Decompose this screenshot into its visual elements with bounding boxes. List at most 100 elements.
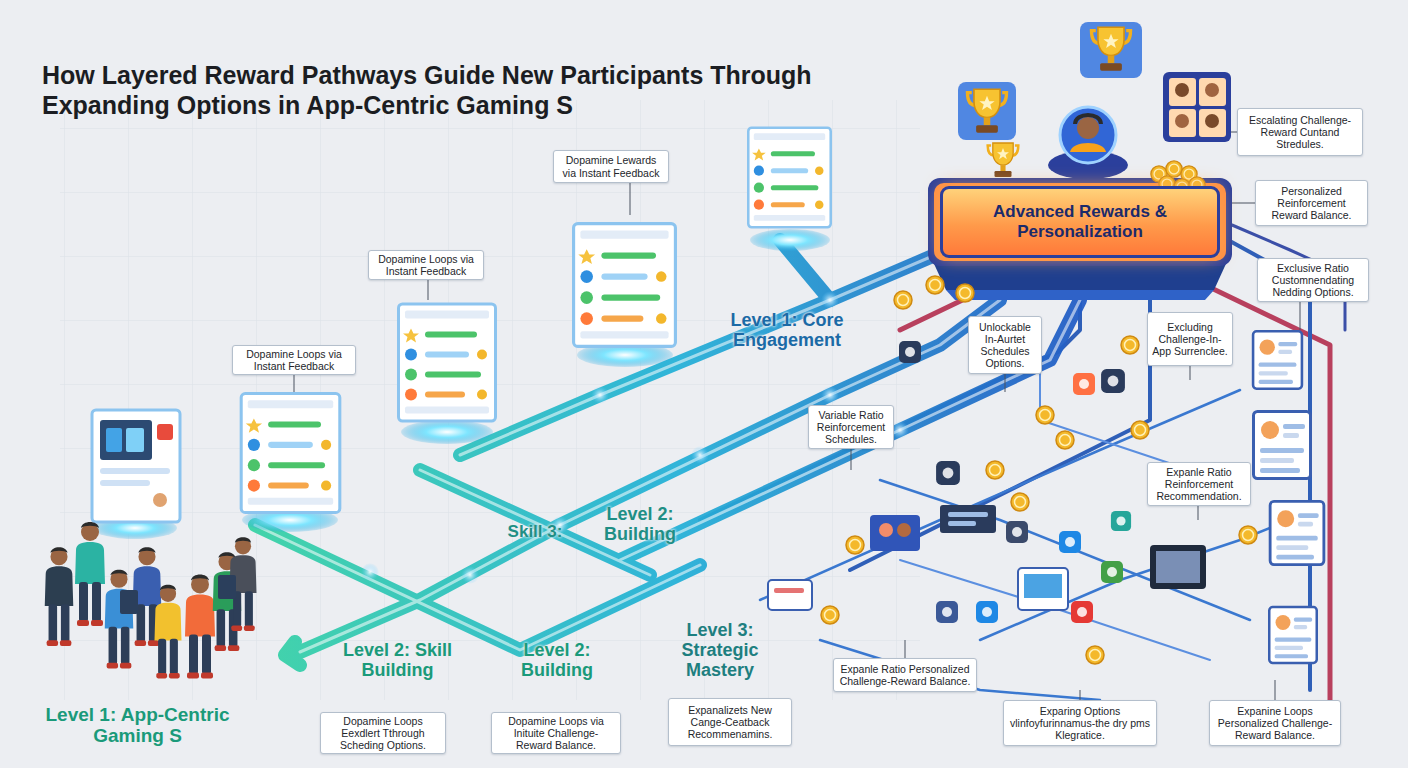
node-text: Dopamine Loops via Inituite Challenge-Re… <box>496 715 616 751</box>
node-text: Exclusive Ratio Customnendating Nedding … <box>1262 262 1364 298</box>
reward-pathway-part-part <box>300 300 1000 652</box>
coins-part <box>894 291 912 309</box>
right-network <box>700 225 1345 705</box>
reward-icons-part <box>1163 72 1231 142</box>
callout-box: Variable Ratio Reinforcement Schedules. <box>808 405 894 449</box>
app-icons-part <box>1006 521 1028 543</box>
hub-platform-part <box>928 178 1232 266</box>
reward-pathway-part-part <box>285 642 300 665</box>
right-network-part <box>1040 350 1190 470</box>
phone-cards-part <box>1254 412 1311 479</box>
callout-box: Expanalizets New Cange-Ceatback Recommen… <box>668 698 792 746</box>
level-label: Level 1: App-Centric Gaming S <box>25 704 250 747</box>
people-group-part <box>45 547 74 646</box>
callout-box: Escalating Challenge-Reward Cuntand Stre… <box>1237 108 1363 156</box>
app-icons-part <box>879 523 893 537</box>
reward-icons-part <box>1169 109 1196 137</box>
app-icons-part <box>1071 601 1093 623</box>
right-network-part <box>820 640 1100 700</box>
callout-box: Personalized Reinforcement Reward Balanc… <box>1255 180 1368 226</box>
screen-panels-part <box>100 480 150 486</box>
screen-panels-part <box>100 468 170 474</box>
node-text: Expanle Ratio Personalized Challenge-Rew… <box>838 663 972 687</box>
phone-cards-part <box>1253 331 1302 388</box>
callout-box: Dopamine Loops Eexdlert Tthrough Schedin… <box>320 712 446 754</box>
coins-part <box>846 536 864 554</box>
right-network-part <box>850 268 1150 570</box>
node-text: Variable Ratio Reinforcement Schedules. <box>813 409 889 445</box>
screen-panels-part <box>748 128 830 227</box>
reward-pathway-part-part <box>821 386 839 404</box>
leader-lines <box>294 132 1300 700</box>
screen-panels-part <box>92 410 180 522</box>
reward-icons-part <box>1169 78 1196 106</box>
reward-icons-part <box>1075 115 1101 124</box>
coins-part <box>821 606 839 624</box>
callout-box: Dopamine Loops via Instant Feedback <box>368 250 484 280</box>
node-text: Personalized Reinforcement Reward Balanc… <box>1260 185 1363 221</box>
screen-panels-part <box>126 428 144 452</box>
reward-icons-part <box>1199 109 1226 137</box>
leader-lines-part <box>1232 203 1255 204</box>
leader-lines-part <box>905 640 906 660</box>
node-text: Expanine Loops Personalized Challenge-Re… <box>1214 705 1336 741</box>
leader-lines-part <box>1005 374 1006 392</box>
coins-part <box>1086 646 1104 664</box>
node-text: Escalating Challenge-Reward Cuntand Stre… <box>1242 114 1358 150</box>
callout-box: Dopamine Loops via Instant Feedback <box>232 345 356 375</box>
node-text: Expanle Ratio Reinforcement Recommendati… <box>1152 466 1246 502</box>
leader-lines-part <box>630 183 631 215</box>
screen-panels-part <box>100 420 152 460</box>
coins-part <box>1121 336 1139 354</box>
coins-part <box>1131 421 1149 439</box>
reward-icons-part <box>1091 27 1130 70</box>
callout-box: Expanine Loops Personalized Challenge-Re… <box>1209 700 1341 746</box>
leader-lines-part <box>428 280 429 300</box>
coins-part <box>1056 431 1074 449</box>
reward-icons-part <box>988 143 1019 177</box>
app-icons-part <box>940 505 996 533</box>
background-part <box>60 100 920 700</box>
screen-panels-part <box>157 424 173 440</box>
callout-box: Excluding Challenge-In-App Surrenclee. <box>1147 312 1233 366</box>
screen-panels-part <box>401 420 493 444</box>
screen-panels-part <box>750 229 830 251</box>
coins-part <box>986 461 1004 479</box>
level-label: Level 2: Building <box>590 504 690 544</box>
callout-box: Dopamine Lewards via Instant Feedback <box>553 150 669 183</box>
reward-pathway-part-part <box>361 563 379 581</box>
reward-icons-part <box>958 82 1016 140</box>
app-icons-part <box>1018 568 1068 610</box>
reward-icons <box>958 22 1231 195</box>
node-text: Exparing Options vlinfoyfurinnamus-the d… <box>1008 705 1152 741</box>
level-label: Level 2: Skill Building <box>335 640 460 680</box>
reward-pathway-part-part <box>821 291 839 309</box>
leader-lines-part <box>1275 680 1276 700</box>
reward-pathway-part-part <box>460 255 935 455</box>
node-text: Excluding Challenge-In-App Surrenclee. <box>1152 321 1228 357</box>
app-icons-part <box>976 601 998 623</box>
level-label: Level 3: Strategic Mastery <box>668 620 772 680</box>
leader-lines-part <box>1190 366 1191 380</box>
node-text: Dopamine Loops via Instant Feedback <box>237 348 351 372</box>
coins-part <box>1036 406 1054 424</box>
app-icons-part <box>897 523 911 537</box>
reward-icons-part <box>1205 83 1219 97</box>
hub-platform-part <box>946 290 1214 300</box>
node-text: Dopamine Loops Eexdlert Tthrough Schedin… <box>325 715 441 751</box>
diagram-title: How Layered Reward Pathways Guide New Pa… <box>42 60 832 120</box>
screen-panels-part <box>106 428 122 452</box>
reward-pathway-part-part <box>461 566 479 584</box>
hub-platform <box>928 178 1232 300</box>
leader-lines-part <box>294 373 295 392</box>
node-text: Dopamine Loops via Instant Feedback <box>373 253 479 277</box>
app-icons-part <box>774 588 804 593</box>
people-group <box>45 522 257 679</box>
callout-box: Dopamine Loops via Inituite Challenge-Re… <box>491 712 621 754</box>
app-icons-part <box>1101 561 1123 583</box>
right-network-part <box>980 520 1290 640</box>
level-label: Level 1: Core Engagement <box>712 310 862 350</box>
screen-panels-part <box>241 394 340 513</box>
